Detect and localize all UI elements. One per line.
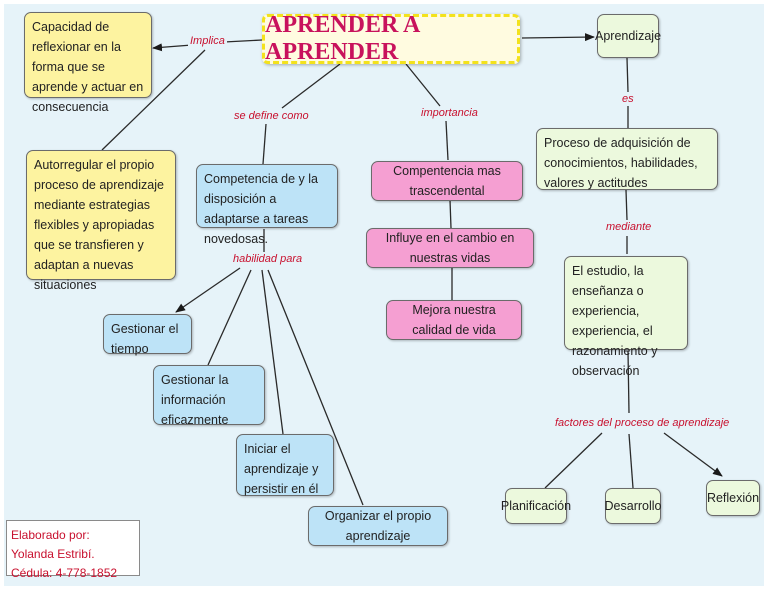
link-label-factores: factores del proceso de aprendizaje bbox=[553, 417, 732, 429]
node-aprendizaje-text: Aprendizaje bbox=[595, 29, 662, 43]
link-label-se-define-como: se define como bbox=[232, 110, 311, 122]
node-influye-cambio: Influye en el cambio en nuestras vidas bbox=[366, 228, 534, 268]
node-gestionar-tiempo-text: Gestionar el tiempo bbox=[111, 322, 179, 356]
node-reflexion-text: Reflexión bbox=[706, 491, 760, 505]
node-mejora-calidad: Mejora nuestra calidad de vida bbox=[386, 300, 522, 340]
node-organizar-aprendizaje: Organizar el propio aprendizaje bbox=[308, 506, 448, 546]
node-iniciar-aprendizaje-text: Iniciar el aprendizaje y persistir en él bbox=[244, 442, 319, 496]
node-gestionar-informacion: Gestionar la información eficazmente bbox=[153, 365, 265, 427]
node-proceso-adquisicion-text: Proceso de adquisición de conocimientos,… bbox=[544, 136, 698, 190]
link-label-es: es bbox=[620, 93, 636, 105]
node-desarrollo: Desarrollo bbox=[605, 488, 661, 524]
node-planificacion-text: Planificación bbox=[500, 499, 572, 513]
link-label-implica: Implica bbox=[188, 35, 227, 47]
node-planificacion: Planificación bbox=[501, 488, 571, 524]
node-reflexion: Reflexión bbox=[706, 480, 760, 516]
node-gestionar-informacion-text: Gestionar la información eficazmente bbox=[161, 373, 229, 427]
author-credit-box: Elaborado por: Yolanda Estribí. Cédula: … bbox=[6, 520, 140, 580]
node-competencia-disposicion-text: Competencia de y la disposición a adapta… bbox=[204, 172, 318, 246]
node-estudio-ensenanza-text: El estudio, la enseñanza o experiencia, … bbox=[572, 264, 658, 378]
node-mejora-calidad-text: Mejora nuestra calidad de vida bbox=[412, 303, 496, 337]
node-desarrollo-text: Desarrollo bbox=[604, 499, 662, 513]
node-organizar-aprendizaje-text: Organizar el propio aprendizaje bbox=[324, 509, 432, 543]
link-label-habilidad-para: habilidad para bbox=[231, 253, 305, 265]
node-capacidad-reflexionar: Capacidad de reflexionar en la forma que… bbox=[24, 12, 152, 114]
node-capacidad-text: Capacidad de reflexionar en la forma que… bbox=[32, 20, 144, 114]
node-competencia-trascendental: Compentencia mas trascendental bbox=[371, 161, 523, 201]
node-estudio-ensenanza: El estudio, la enseñanza o experiencia, … bbox=[564, 256, 688, 378]
node-aprendizaje: Aprendizaje bbox=[595, 14, 662, 58]
node-competencia-trascendental-text: Compentencia mas trascendental bbox=[393, 164, 501, 198]
node-influye-cambio-text: Influye en el cambio en nuestras vidas bbox=[385, 231, 515, 265]
map-title: APRENDER A APRENDER bbox=[262, 12, 520, 65]
node-autorregular-text: Autorregular el propio proceso de aprend… bbox=[34, 158, 164, 292]
node-proceso-adquisicion: Proceso de adquisición de conocimientos,… bbox=[536, 128, 718, 190]
node-iniciar-aprendizaje: Iniciar el aprendizaje y persistir en él bbox=[236, 434, 334, 496]
author-credit-name: Elaborado por: Yolanda Estribí. bbox=[11, 528, 95, 561]
author-credit-id: Cédula: 4-778-1852 bbox=[11, 566, 118, 580]
map-title-text: APRENDER A APRENDER bbox=[265, 12, 420, 65]
link-label-importancia: importancia bbox=[419, 107, 480, 119]
node-autorregular: Autorregular el propio proceso de aprend… bbox=[26, 150, 176, 292]
link-label-mediante: mediante bbox=[604, 221, 654, 233]
node-gestionar-tiempo: Gestionar el tiempo bbox=[103, 314, 192, 356]
node-competencia-disposicion: Competencia de y la disposición a adapta… bbox=[196, 164, 338, 246]
